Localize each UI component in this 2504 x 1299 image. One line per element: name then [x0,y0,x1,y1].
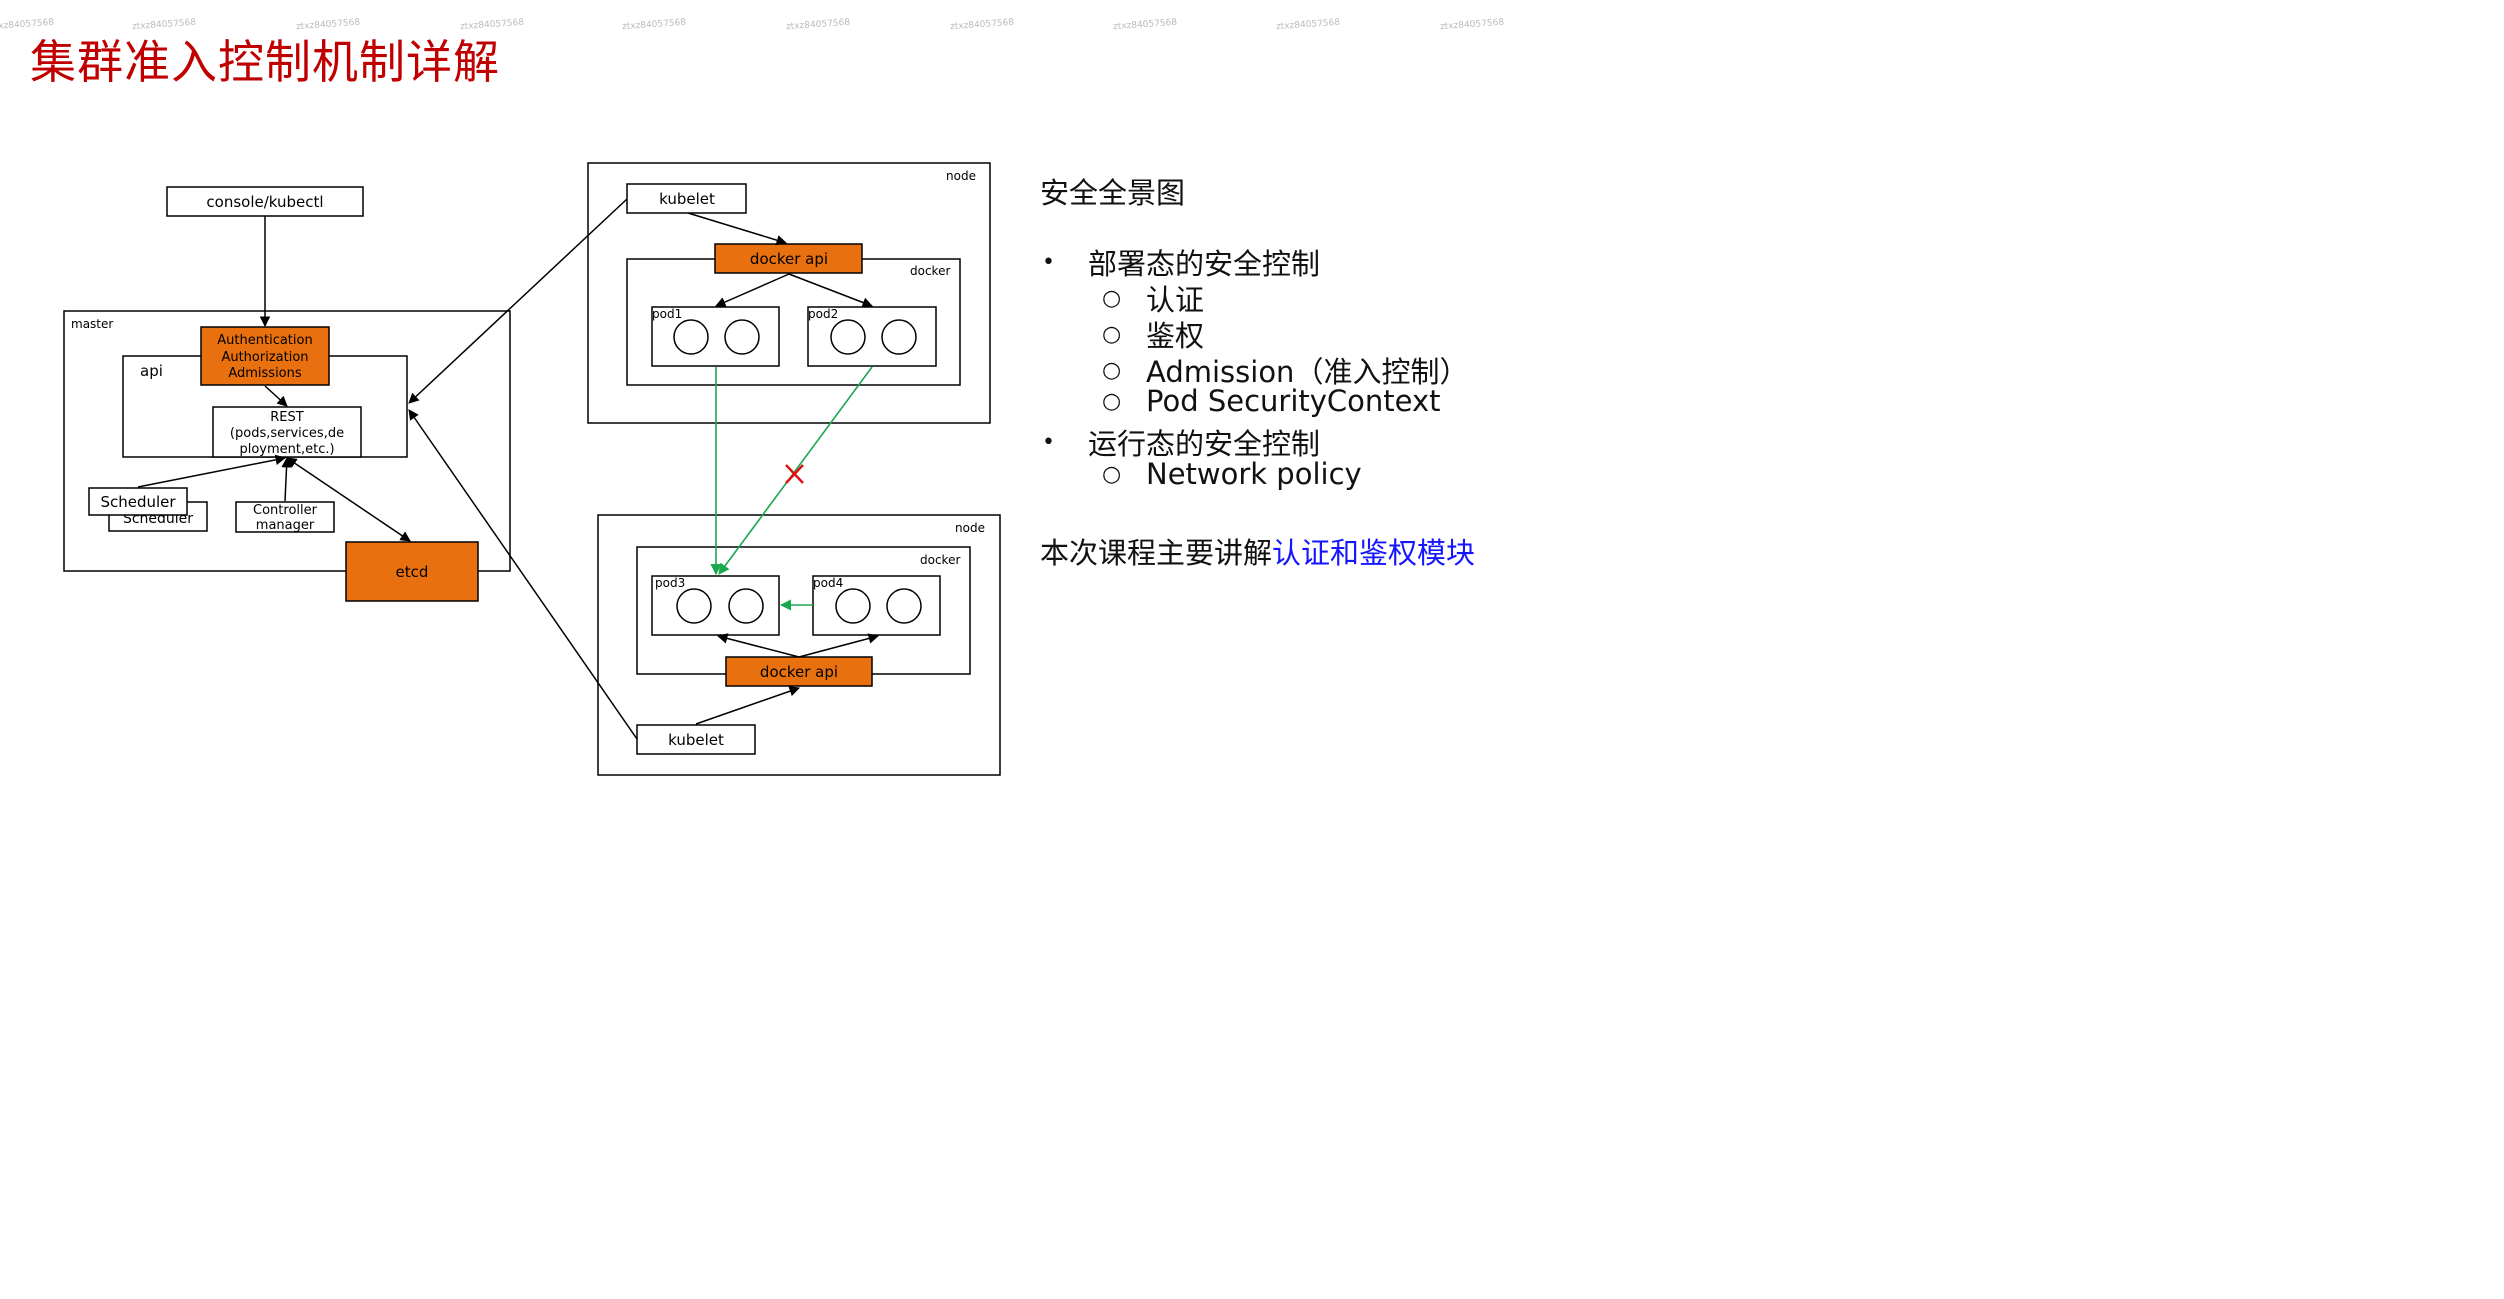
watermark: ztxz84057568 [1439,17,1505,33]
list-item: ○ Admission（准入控制） [1102,349,1468,391]
list-item-label: 认证 [1146,283,1205,317]
scheduler-to-rest-arrow [137,454,287,488]
circle-bullet-icon: ○ [1102,388,1122,414]
panel-heading: 安全全景图 [1040,176,1186,210]
kubelet-to-docker-api-arrow [687,212,788,246]
kubelet-top-label: kubelet [659,190,715,208]
kubelet-bottom-box: kubelet [636,724,756,755]
rest-etcd-arrow [286,457,411,542]
docker-api-top-label: docker api [750,250,828,268]
list-item: ○ Network policy [1102,457,1362,491]
container-circle [728,588,764,624]
page-title: 集群准入控制机制详解 [30,35,500,89]
docker-top-label: docker [910,264,950,278]
container-circle [830,319,866,355]
auth-to-rest-arrow [264,385,288,407]
pod2-to-pod3-traffic [718,366,873,575]
scheduler-box: Scheduler [88,487,188,516]
docker-api-to-pod1-arrow [715,273,790,308]
summary-prefix: 本次课程主要讲解 [1040,536,1273,570]
summary-text: 本次课程主要讲解认证和鉴权模块 [1040,530,1475,572]
section-runtime: • 运行态的安全控制 [1040,421,1320,463]
node-top-label: node [946,169,976,183]
etcd-label: etcd [396,563,429,581]
list-item-label: Network policy [1146,457,1362,491]
docker-api-to-pod2-arrow [788,273,873,308]
kubelet-to-docker-api-bottom-arrow [695,686,800,725]
docker-api-to-pod4-arrow [798,633,880,658]
watermark: ztxz84057568 [1275,17,1341,33]
auth-line: Authentication [217,333,312,348]
docker-api-bottom-box: docker api [725,656,873,687]
summary-highlight: 认证和鉴权模块 [1272,536,1476,570]
pod3-box: pod3 [651,575,780,636]
kubelet-bottom-label: kubelet [668,731,724,749]
architecture-diagram: console/kubectl master api Authenticatio… [63,162,1001,776]
list-item: ○ 鉴权 [1102,313,1204,355]
kubelet-bottom-to-api-arrow [408,409,638,740]
watermark: ztxz84057568 [1112,17,1178,33]
auth-line: Authorization [221,350,308,365]
controller-line: manager [256,518,315,533]
kubelet-top-box: kubelet [626,183,747,214]
circle-bullet-icon: ○ [1102,357,1122,383]
docker-api-top-box: docker api [714,243,863,274]
list-item-label: Pod SecurityContext [1146,384,1441,418]
docker-api-bottom-label: docker api [760,663,838,681]
section-label: 运行态的安全控制 [1088,427,1321,461]
pod2-label: pod2 [808,307,838,321]
node-bottom-label: node [955,521,985,535]
console-kubectl-box: console/kubectl [166,186,364,217]
rest-line: (pods,services,de [230,426,344,441]
pod4-label: pod4 [813,576,843,590]
rest-line: ployment,etc.) [239,442,334,457]
auth-box: Authentication Authorization Admissions [200,326,330,386]
section-deploy: • 部署态的安全控制 [1040,241,1320,283]
list-item-label: Admission（准入控制） [1146,355,1469,389]
docker-api-to-pod3-arrow [716,633,800,658]
circle-bullet-icon: ○ [1102,461,1122,487]
console-label: console/kubectl [206,193,323,211]
pod4-box: pod4 [812,575,941,636]
pod3-label: pod3 [655,576,685,590]
list-item: ○ 认证 [1102,277,1204,319]
pod1-label: pod1 [652,307,682,321]
section-label: 部署态的安全控制 [1088,247,1321,281]
etcd-box: etcd [345,541,479,602]
list-item-label: 鉴权 [1146,319,1205,353]
container-circle [881,319,917,355]
bullet-icon: • [1042,249,1055,275]
circle-bullet-icon: ○ [1102,321,1122,347]
container-circle [676,588,712,624]
list-item: ○ Pod SecurityContext [1102,384,1441,418]
container-circle [835,588,871,624]
container-circle [724,319,760,355]
rest-box: REST (pods,services,de ployment,etc.) [212,406,362,458]
controller-manager-box: Controller manager [235,501,335,533]
kubelet-top-to-api-arrow [408,198,628,404]
pod1-box: pod1 [651,306,780,367]
rest-line: REST [270,410,303,425]
blocked-x-icon [785,464,804,484]
container-circle [673,319,709,355]
api-label: api [140,362,163,380]
docker-bottom-label: docker [920,553,960,567]
master-label: master [71,317,113,331]
controller-line: Controller [253,503,318,518]
scheduler-label: Scheduler [100,493,176,511]
pod2-box: pod2 [807,306,937,367]
bullet-icon: • [1042,429,1055,455]
container-circle [886,588,922,624]
circle-bullet-icon: ○ [1102,285,1122,311]
auth-line: Admissions [228,366,302,381]
